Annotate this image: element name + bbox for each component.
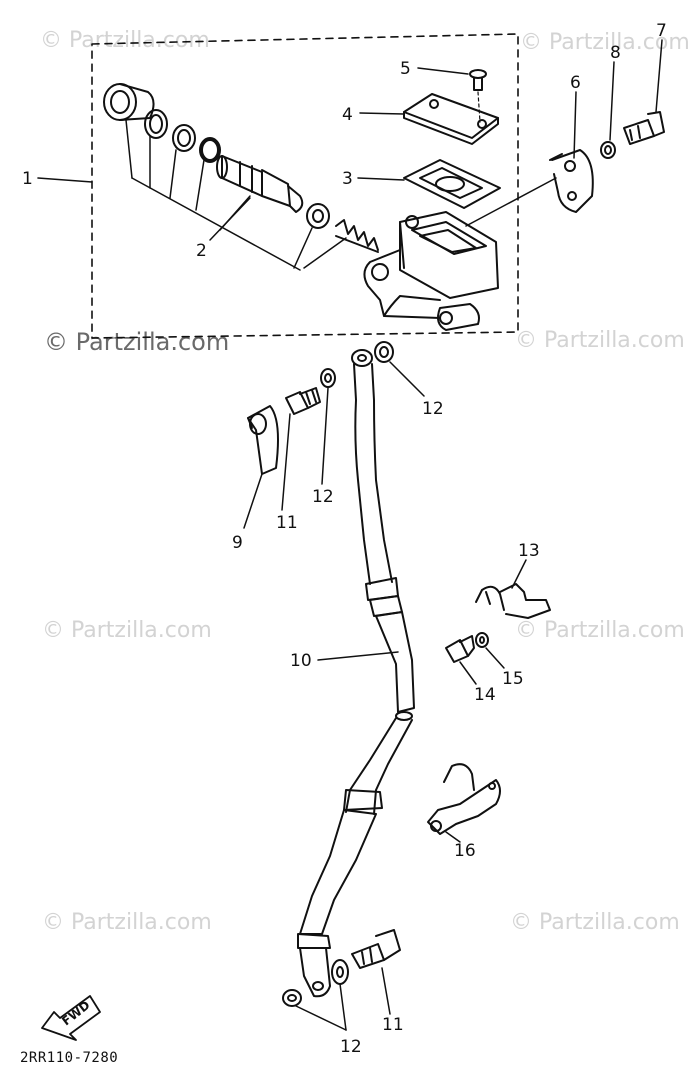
callout-9: 9 bbox=[232, 533, 243, 553]
callout-16: 16 bbox=[454, 841, 476, 861]
diaphragm bbox=[403, 159, 501, 209]
fwd-arrow-icon bbox=[41, 995, 101, 1041]
watermark: © Partzilla.com bbox=[515, 328, 685, 353]
watermark: © Partzilla.com bbox=[44, 328, 230, 356]
callout-15: 15 bbox=[502, 669, 524, 689]
leader-4 bbox=[359, 112, 405, 115]
washer-15 bbox=[475, 632, 489, 648]
assembly-boundary bbox=[91, 33, 519, 339]
leader-8 bbox=[609, 61, 615, 141]
bolt-14 bbox=[445, 635, 475, 663]
spring bbox=[335, 219, 379, 253]
gasket-12-right bbox=[374, 341, 394, 363]
cup bbox=[306, 203, 330, 229]
hose-clamp bbox=[427, 763, 501, 835]
callout-12b: 12 bbox=[422, 399, 444, 419]
gasket-12-left bbox=[320, 368, 336, 388]
fwd-label: FWD bbox=[59, 998, 92, 1028]
leader-9 bbox=[243, 473, 263, 529]
leader-6 bbox=[573, 91, 577, 159]
brake-hose-lower bbox=[297, 711, 413, 998]
callout-13: 13 bbox=[518, 541, 540, 561]
dust-boot bbox=[103, 83, 155, 121]
leader-16 bbox=[445, 831, 461, 843]
union-bolt-lower bbox=[351, 929, 401, 969]
leader-15 bbox=[485, 647, 505, 669]
callout-6: 6 bbox=[570, 73, 581, 93]
callout-14: 14 bbox=[474, 685, 496, 705]
callout-2: 2 bbox=[196, 241, 207, 261]
union-bolt-upper bbox=[285, 387, 321, 415]
cover-screw bbox=[469, 69, 487, 91]
watermark: © Partzilla.com bbox=[40, 28, 210, 53]
leader-10 bbox=[317, 651, 399, 661]
leader-3 bbox=[357, 177, 405, 181]
watermark: © Partzilla.com bbox=[42, 910, 212, 935]
leader-12c bbox=[295, 1005, 347, 1031]
washer bbox=[172, 124, 196, 152]
watermark: © Partzilla.com bbox=[42, 618, 212, 643]
callout-5: 5 bbox=[400, 59, 411, 79]
callout-8: 8 bbox=[610, 43, 621, 63]
callout-1: 1 bbox=[22, 169, 33, 189]
master-cylinder-body bbox=[363, 211, 499, 331]
leader-11a bbox=[281, 413, 291, 511]
leader-14 bbox=[459, 661, 477, 685]
callout-12c: 12 bbox=[340, 1037, 362, 1057]
snap-ring bbox=[144, 109, 168, 139]
leader-13 bbox=[511, 559, 527, 589]
reservoir-cover bbox=[403, 93, 499, 145]
bolt-cap bbox=[247, 405, 279, 475]
leader-12b bbox=[389, 361, 425, 397]
gasket-12-lower-right bbox=[331, 959, 349, 985]
callout-7: 7 bbox=[656, 21, 667, 41]
callout-11a: 11 bbox=[276, 513, 298, 533]
callout-3: 3 bbox=[342, 169, 353, 189]
diagram-code: 2RR110-7280 bbox=[20, 1050, 119, 1066]
leader-1 bbox=[37, 177, 93, 183]
leader-7 bbox=[655, 39, 663, 113]
washer-8 bbox=[600, 141, 616, 159]
callout-11b: 11 bbox=[382, 1015, 404, 1035]
callout-12a: 12 bbox=[312, 487, 334, 507]
bolt-7 bbox=[623, 111, 665, 145]
piston bbox=[216, 155, 304, 213]
lever-holder bbox=[549, 149, 594, 213]
watermark: © Partzilla.com bbox=[515, 618, 685, 643]
brake-hose-upper bbox=[351, 349, 415, 713]
gasket-12-lower-left bbox=[282, 989, 302, 1007]
callout-10: 10 bbox=[290, 651, 312, 671]
callout-4: 4 bbox=[342, 105, 353, 125]
leader-11b bbox=[381, 967, 391, 1015]
watermark: © Partzilla.com bbox=[510, 910, 680, 935]
hose-guide bbox=[475, 583, 551, 619]
leader-5 bbox=[417, 67, 469, 75]
o-ring bbox=[199, 137, 221, 163]
leader-12a bbox=[321, 387, 329, 485]
